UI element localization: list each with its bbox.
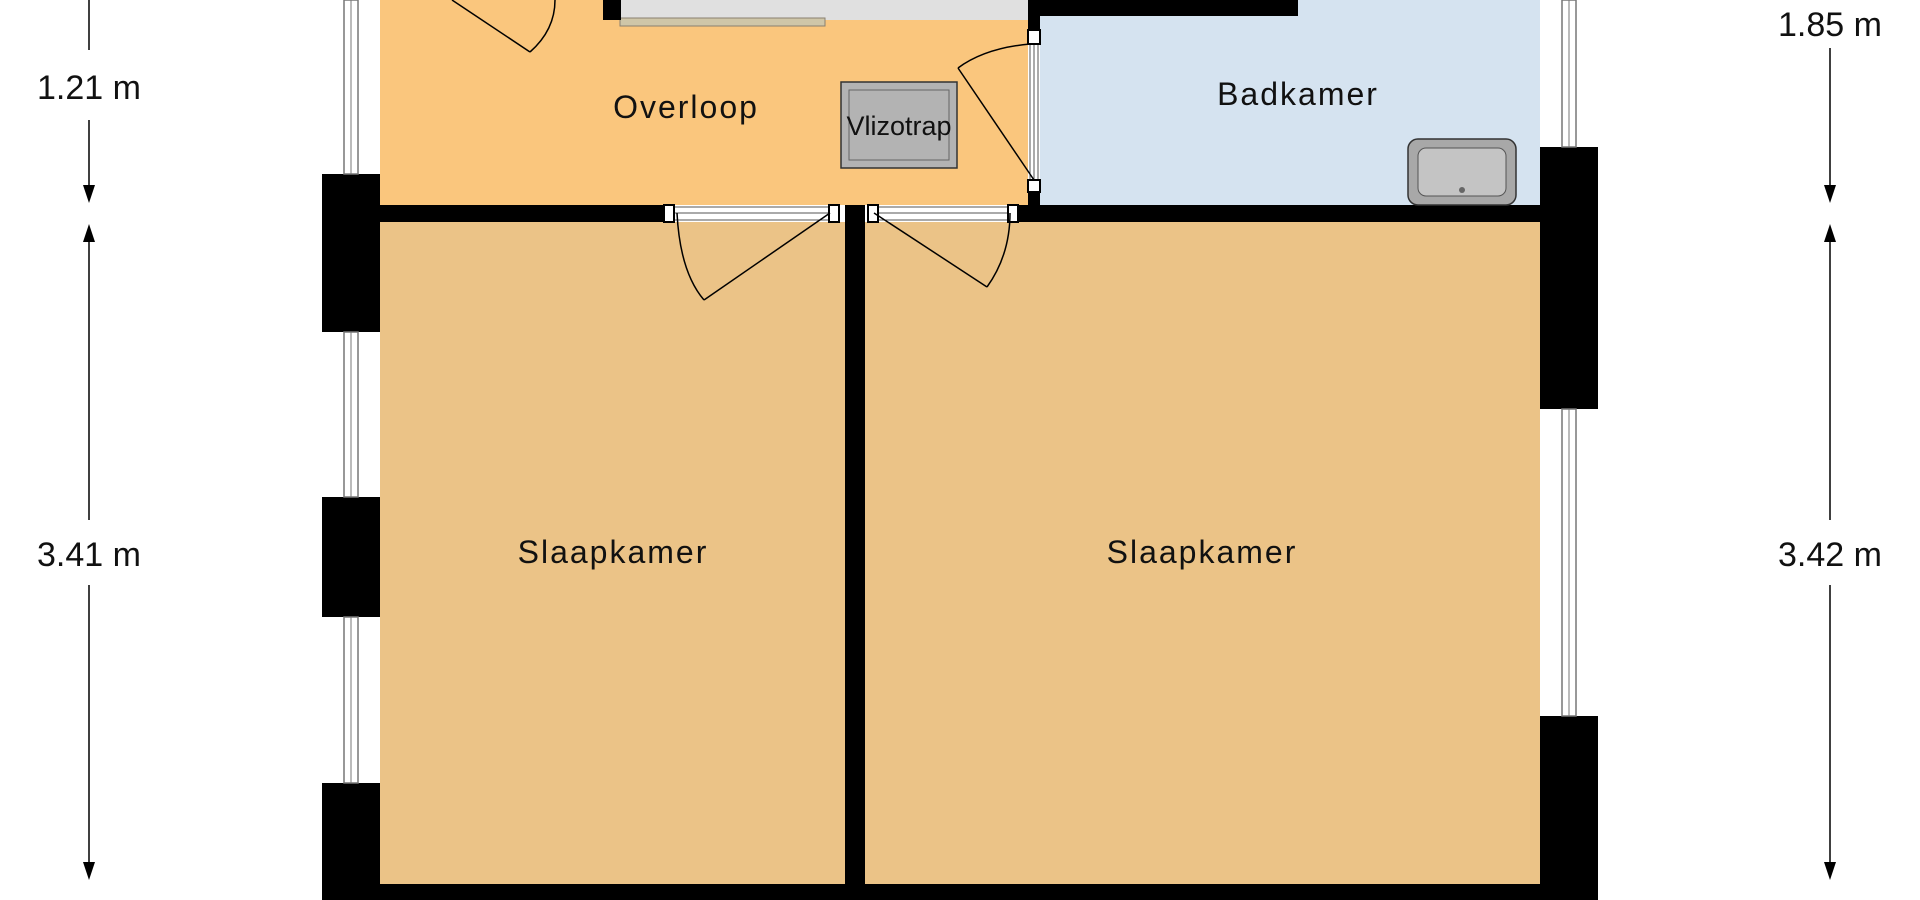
dimension-label-left-top: 1.21 m — [37, 69, 141, 107]
room-label-vlizotrap: Vlizotrap — [846, 111, 951, 141]
washbasin — [1407, 138, 1517, 206]
room-label-slaapkamer-left: Slaapkamer — [518, 534, 709, 570]
room-label-badkamer: Badkamer — [1217, 76, 1379, 112]
bedroom-divider-wall — [845, 205, 865, 900]
stair-rail — [619, 17, 826, 27]
left-wall-segment — [322, 174, 380, 332]
left-wall-segment — [322, 783, 380, 900]
door-swing-slaapkamer-right — [873, 212, 1011, 288]
room-label-overloop: Overloop — [613, 89, 759, 125]
room-label-slaapkamer-right: Slaapkamer — [1107, 534, 1298, 570]
interior-wall — [1018, 205, 1540, 222]
dimension-line-left-bottom — [83, 224, 95, 880]
bottom-wall — [322, 884, 1598, 900]
slaapkamer-left-floor — [380, 222, 845, 884]
stair-top-wall — [1028, 0, 1298, 16]
right-wall-segment — [1540, 716, 1598, 900]
door-swing-slaapkamer-left — [676, 212, 831, 301]
left-wall-segment — [322, 497, 380, 617]
dimension-line-right-top — [1824, 48, 1836, 203]
dimension-label-left-bottom: 3.41 m — [37, 536, 141, 574]
slaapkamer-right-floor — [865, 222, 1540, 884]
interior-wall — [380, 205, 664, 222]
stair-post — [603, 0, 621, 20]
dimension-label-right-top: 1.85 m — [1778, 6, 1882, 44]
staircase — [620, 0, 1028, 20]
dimension-label-right-bottom: 3.42 m — [1778, 536, 1882, 574]
dimension-line-right-bottom — [1824, 224, 1836, 880]
door-swing-overloop-top — [451, 0, 556, 53]
vlizotrap-hatch — [840, 81, 958, 169]
door-swing-badkamer — [957, 43, 1035, 181]
dimension-line-left-top — [83, 0, 95, 203]
right-wall-segment — [1540, 147, 1598, 409]
